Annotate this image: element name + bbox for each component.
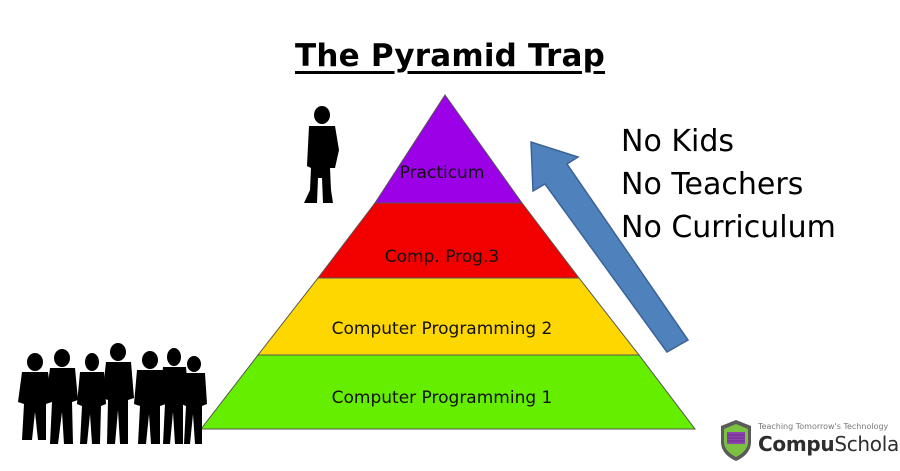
- shield-icon: [721, 420, 751, 461]
- tier-label-comp-prog-3: Comp. Prog.3: [385, 247, 499, 267]
- reason-item: No Teachers: [621, 167, 804, 202]
- logo-tagline: Teaching Tomorrow's Technology: [758, 422, 889, 431]
- reasons-list: No Kids No Teachers No Curriculum: [621, 120, 836, 249]
- crowd-silhouette-icon: [18, 343, 207, 444]
- tier-label-practicum: Practicum: [400, 163, 485, 183]
- student-silhouette-icon: [304, 106, 339, 203]
- reason-item: No Kids: [621, 124, 735, 159]
- compuscholar-logo: Teaching Tomorrow's Technology CompuScho…: [718, 418, 900, 464]
- upward-arrow-icon: [530, 140, 690, 353]
- reason-item: No Curriculum: [621, 210, 836, 245]
- tier-computer-programming-2: [256, 277, 641, 356]
- tier-practicum: [374, 94, 523, 204]
- tier-label-computer-programming-2: Computer Programming 2: [332, 319, 553, 339]
- page-title: The Pyramid Trap: [295, 38, 605, 74]
- tier-label-computer-programming-1: Computer Programming 1: [332, 388, 553, 408]
- logo-name: CompuScholar: [758, 432, 900, 456]
